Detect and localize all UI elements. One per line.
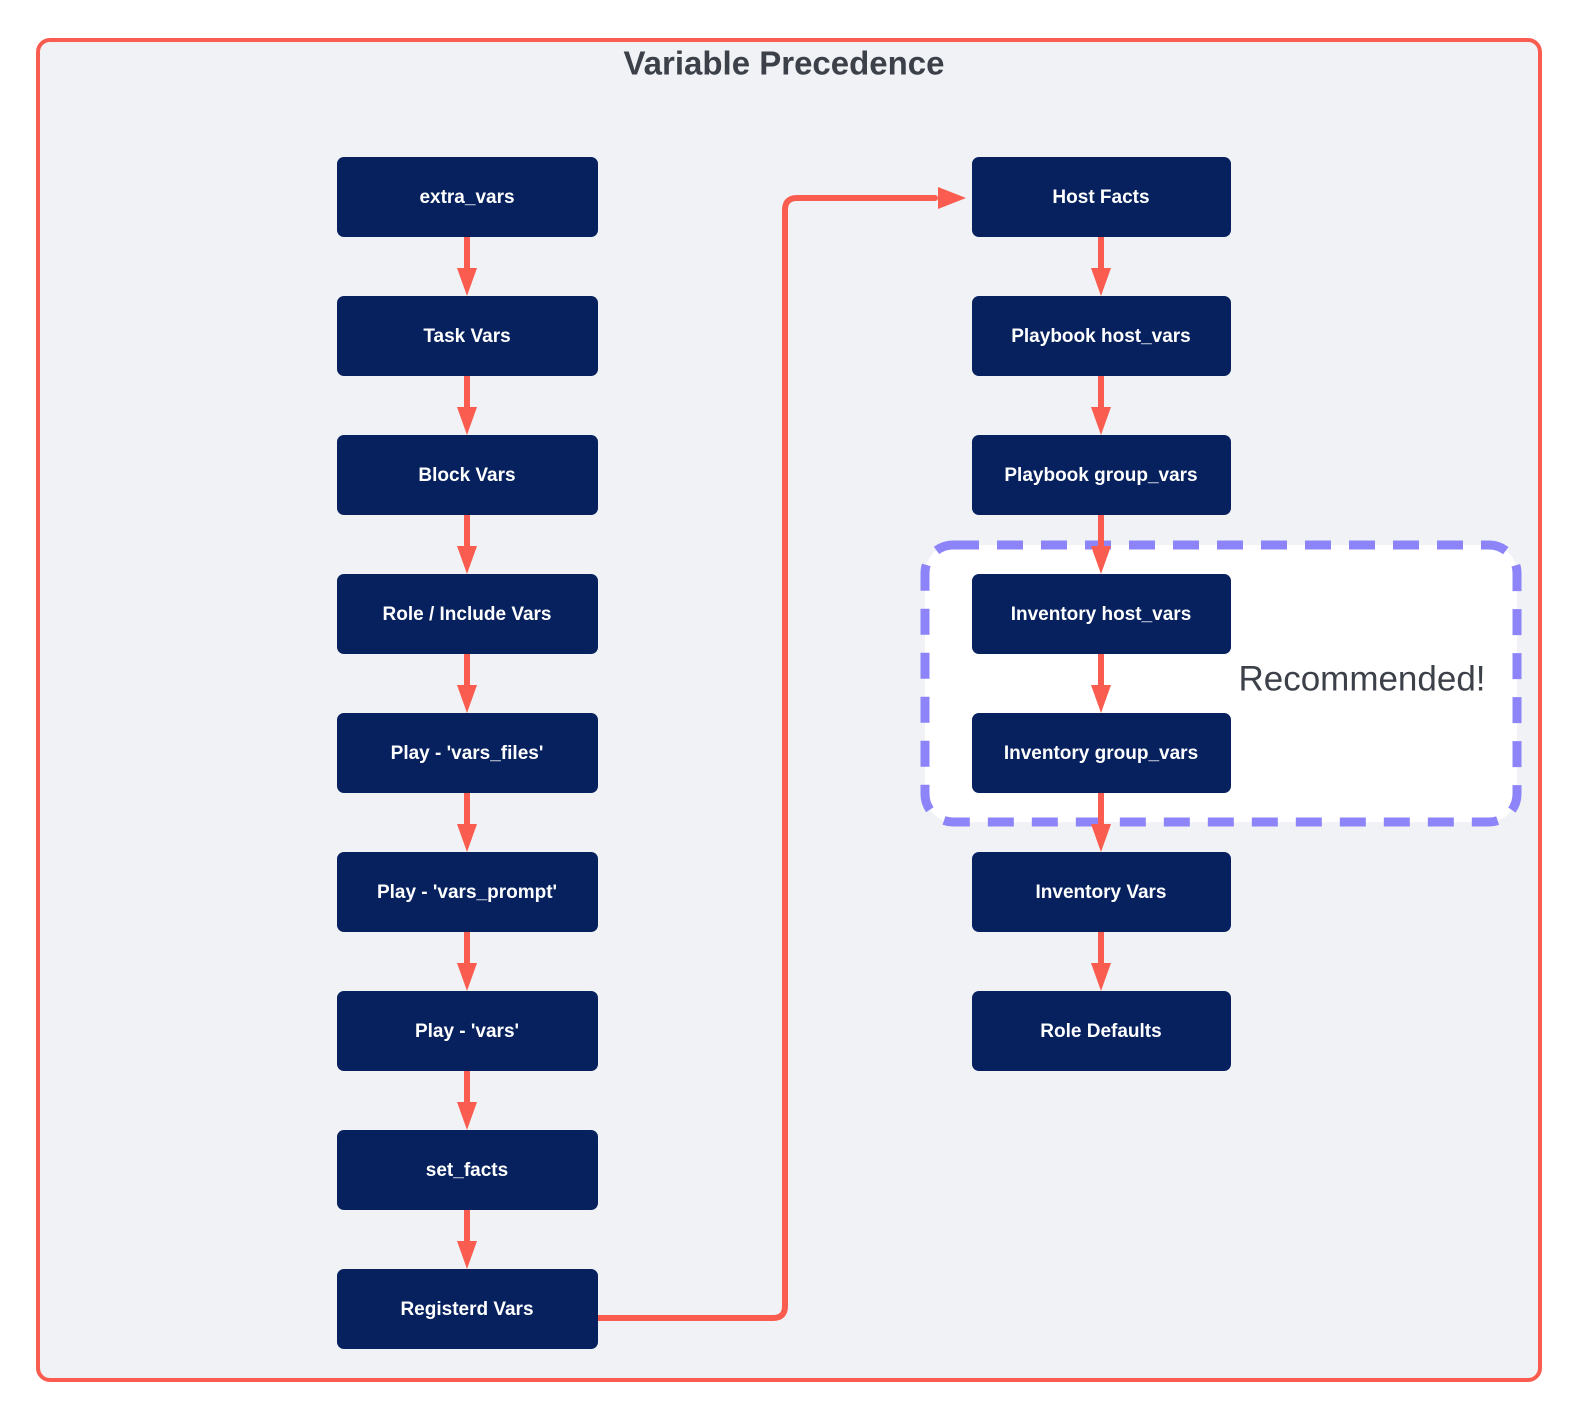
- node-label: Play - 'vars_files': [391, 743, 544, 764]
- node-label: Inventory host_vars: [1011, 604, 1192, 625]
- edge-play-vars-files-to-play-vars-prompt: [457, 790, 477, 852]
- node-box[interactable]: [972, 991, 1231, 1071]
- node-label: Host Facts: [1052, 187, 1149, 208]
- edge-set-facts-to-registerd-vars: [457, 1207, 477, 1269]
- node-label: Play - 'vars_prompt': [377, 882, 557, 903]
- node-label: Inventory Vars: [1036, 882, 1167, 903]
- node-extra-vars[interactable]: extra_vars: [337, 157, 598, 237]
- left-column-nodes: extra_vars Task Vars Block Vars Role / I…: [337, 157, 598, 1349]
- edge-extra-vars-to-task-vars: [457, 234, 477, 296]
- edge-inventory-host-vars-to-inventory-group-vars: [1091, 651, 1111, 713]
- node-label: extra_vars: [419, 187, 514, 208]
- node-box[interactable]: [337, 713, 598, 793]
- node-label: Play - 'vars': [415, 1021, 519, 1042]
- node-box[interactable]: [972, 157, 1231, 237]
- node-label: Role / Include Vars: [383, 604, 552, 625]
- node-label: set_facts: [426, 1160, 508, 1181]
- edge-inventory-vars-to-role-defaults: [1091, 929, 1111, 991]
- edge-registerd-vars-to-host-facts: [595, 187, 966, 1321]
- node-registerd-vars[interactable]: Registerd Vars: [337, 1269, 598, 1349]
- node-box[interactable]: [337, 991, 598, 1071]
- node-play-vars-files[interactable]: Play - 'vars_files': [337, 713, 598, 793]
- node-playbook-host-vars[interactable]: Playbook host_vars: [972, 296, 1231, 376]
- node-label: Block Vars: [418, 465, 515, 486]
- node-box[interactable]: [337, 157, 598, 237]
- node-set-facts[interactable]: set_facts: [337, 1130, 598, 1210]
- node-box[interactable]: [337, 435, 598, 515]
- node-box[interactable]: [337, 574, 598, 654]
- node-box[interactable]: [337, 296, 598, 376]
- node-playbook-group-vars[interactable]: Playbook group_vars: [972, 435, 1231, 515]
- node-inventory-host-vars[interactable]: Inventory host_vars: [972, 574, 1231, 654]
- left-column-edges: [457, 234, 477, 1269]
- right-column-edges: [1091, 234, 1111, 991]
- edge-play-vars-prompt-to-play-vars: [457, 929, 477, 991]
- right-column-nodes: Host Facts Playbook host_vars Playbook g…: [972, 157, 1231, 1071]
- node-box[interactable]: [337, 1130, 598, 1210]
- node-inventory-group-vars[interactable]: Inventory group_vars: [972, 713, 1231, 793]
- node-box[interactable]: [972, 713, 1231, 793]
- node-task-vars[interactable]: Task Vars: [337, 296, 598, 376]
- node-block-vars[interactable]: Block Vars: [337, 435, 598, 515]
- edge-playbook-host-vars-to-playbook-group-vars: [1091, 373, 1111, 435]
- edge-role-include-vars-to-play-vars-files: [457, 651, 477, 713]
- node-label: Playbook group_vars: [1004, 465, 1197, 486]
- node-box[interactable]: [337, 1269, 598, 1349]
- node-label: Playbook host_vars: [1011, 326, 1191, 347]
- node-host-facts[interactable]: Host Facts: [972, 157, 1231, 237]
- node-role-defaults[interactable]: Role Defaults: [972, 991, 1231, 1071]
- node-inventory-vars[interactable]: Inventory Vars: [972, 852, 1231, 932]
- page-title: Variable Precedence: [623, 45, 944, 82]
- node-box[interactable]: [972, 296, 1231, 376]
- edge-play-vars-to-set-facts: [457, 1068, 477, 1130]
- node-label: Task Vars: [423, 326, 510, 347]
- edge-task-vars-to-block-vars: [457, 373, 477, 435]
- node-box[interactable]: [972, 435, 1231, 515]
- node-label: Inventory group_vars: [1004, 743, 1198, 764]
- edge-inventory-group-vars-to-inventory-vars: [1091, 790, 1111, 852]
- edge-host-facts-to-playbook-host-vars: [1091, 234, 1111, 296]
- node-play-vars[interactable]: Play - 'vars': [337, 991, 598, 1071]
- node-box[interactable]: [972, 574, 1231, 654]
- node-box[interactable]: [972, 852, 1231, 932]
- recommended-label: Recommended!: [1238, 659, 1485, 698]
- edge-playbook-group-vars-to-inventory-host-vars: [1091, 512, 1111, 574]
- node-role-include-vars[interactable]: Role / Include Vars: [337, 574, 598, 654]
- node-box[interactable]: [337, 852, 598, 932]
- edge-block-vars-to-role-include-vars: [457, 512, 477, 574]
- node-label: Role Defaults: [1040, 1021, 1161, 1042]
- node-label: Registerd Vars: [400, 1299, 533, 1320]
- node-play-vars-prompt[interactable]: Play - 'vars_prompt': [337, 852, 598, 932]
